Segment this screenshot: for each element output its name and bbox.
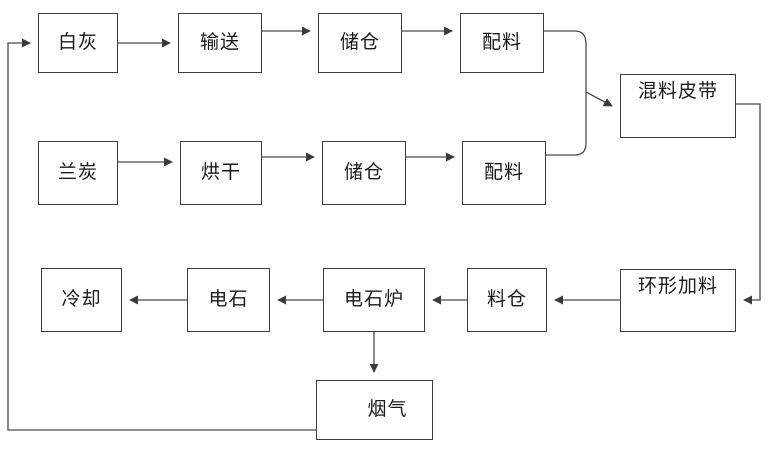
node-label: 环形加料 xyxy=(637,276,718,297)
node-label: 输送 xyxy=(199,31,240,53)
node-lengque[interactable]: 冷却 xyxy=(41,268,122,332)
node-label: 烟气 xyxy=(367,398,408,420)
node-yanqi[interactable]: 烟气 xyxy=(316,380,433,440)
node-baihui[interactable]: 白灰 xyxy=(38,13,118,73)
edge-peiliao1-to-hunliaopidai xyxy=(544,30,613,107)
node-chucang1[interactable]: 储仓 xyxy=(318,13,402,73)
node-label: 配料 xyxy=(481,31,522,53)
node-honggan[interactable]: 烘干 xyxy=(180,141,262,205)
node-label: 电石炉 xyxy=(343,288,404,310)
node-label: 储仓 xyxy=(339,31,380,53)
node-label: 烘干 xyxy=(200,161,241,183)
edge-yanqi-to-baihui xyxy=(7,38,316,431)
node-dianshilu[interactable]: 电石炉 xyxy=(323,268,425,332)
node-label: 料仓 xyxy=(486,288,527,310)
node-lantan[interactable]: 兰炭 xyxy=(38,141,118,205)
node-peiliao2[interactable]: 配料 xyxy=(462,141,546,205)
edge-peiliao2-to-hunliaopidai xyxy=(546,92,587,156)
node-label: 冷却 xyxy=(61,288,102,310)
node-label: 白灰 xyxy=(57,31,98,53)
node-shusong[interactable]: 输送 xyxy=(178,13,262,73)
node-huanxingjialiao[interactable]: 环形加料 xyxy=(620,269,736,332)
node-hunliaopidai[interactable]: 混料皮带 xyxy=(620,74,736,138)
node-label: 兰炭 xyxy=(57,161,98,183)
edge-hunliaopidai-to-huanxingjialiao xyxy=(736,103,761,305)
node-label: 电石 xyxy=(208,288,249,310)
node-label: 配料 xyxy=(483,161,524,183)
node-label: 混料皮带 xyxy=(637,81,718,102)
node-dianshi[interactable]: 电石 xyxy=(187,268,270,332)
node-chucang2[interactable]: 储仓 xyxy=(322,141,406,205)
node-peiliao1[interactable]: 配料 xyxy=(460,13,544,73)
node-liaocang[interactable]: 料仓 xyxy=(467,268,547,332)
node-label: 储仓 xyxy=(343,161,384,183)
